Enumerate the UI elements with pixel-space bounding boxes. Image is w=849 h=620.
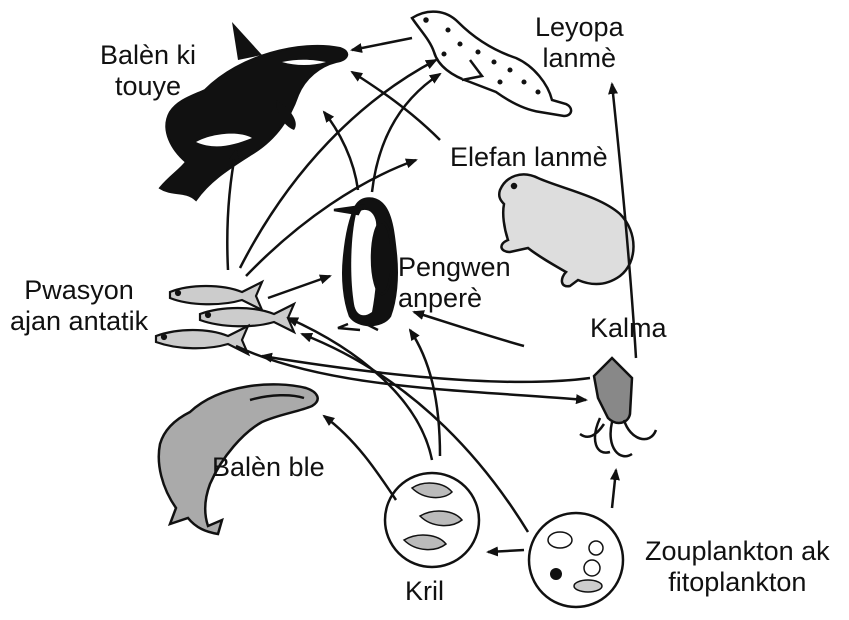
penguin-illustration (334, 199, 397, 331)
label-orca-line1: Balèn ki (100, 40, 196, 71)
fish-illustration (156, 282, 294, 354)
label-penguin-line1: Pengwen (398, 252, 511, 283)
label-elephant-seal: Elefan lanmè (450, 142, 608, 173)
label-fish-line2: ajan antatik (10, 306, 148, 337)
arrow-plankton-to-krill (488, 550, 524, 552)
arrow-krill-to-bluewhale (324, 416, 396, 500)
elephant-seal-illustration (499, 174, 633, 286)
plankton-illustration (529, 513, 623, 607)
label-leopard-seal: Leyopa lanmè (535, 12, 624, 74)
arrow-leopardseal-to-orca (352, 38, 412, 50)
label-blue-whale: Balèn ble (212, 452, 325, 483)
label-squid: Kalma (590, 313, 667, 344)
label-leopard-seal-line2: lanmè (535, 43, 624, 74)
arrow-squid-to-penguin (414, 312, 524, 346)
arrow-plankton-to-squid (612, 470, 616, 508)
label-plankton-line2: fitoplankton (645, 567, 830, 598)
arrow-fish-to-penguin (268, 276, 330, 298)
label-orca-line2: touye (100, 71, 196, 102)
squid-illustration (580, 358, 656, 456)
label-penguin: Pengwen anperè (398, 252, 511, 314)
label-krill: Kril (405, 576, 444, 607)
label-plankton-line1: Zouplankton ak (645, 536, 830, 567)
label-leopard-seal-line1: Leyopa (535, 12, 624, 43)
krill-illustration (385, 473, 479, 567)
label-plankton: Zouplankton ak fitoplankton (645, 536, 830, 598)
arrow-penguin-to-orca (324, 112, 358, 190)
label-orca: Balèn ki touye (100, 40, 196, 102)
label-fish-line1: Pwasyon (10, 275, 148, 306)
label-fish: Pwasyon ajan antatik (10, 275, 148, 337)
label-penguin-line2: anperè (398, 283, 511, 314)
